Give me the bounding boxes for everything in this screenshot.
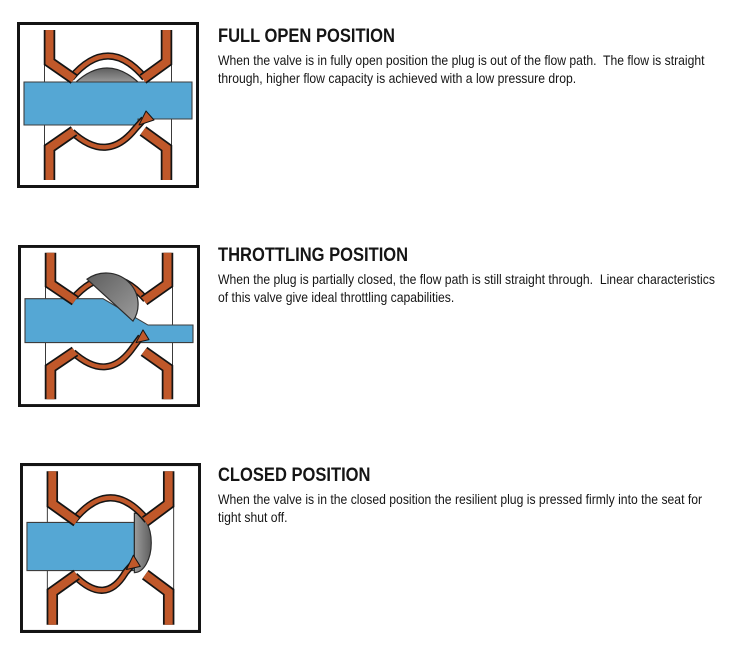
seat-arrow: [138, 110, 155, 126]
plug-shape: [86, 272, 139, 323]
section-body: When the valve is in fully open position…: [218, 52, 708, 87]
valve-closed-diagram: [20, 463, 201, 633]
section-title: THROTTLING POSITION: [218, 245, 409, 266]
section-body: When the valve is in the closed position…: [218, 491, 706, 526]
seat-arrow: [125, 554, 141, 571]
valve-full-open-diagram: [17, 22, 199, 188]
flow-path-shape: [24, 298, 194, 344]
section-title: FULL OPEN POSITION: [218, 26, 395, 47]
seat-arrow: [135, 329, 150, 344]
section-closed: CLOSED POSITION When the valve is in the…: [0, 440, 750, 655]
section-full-open: FULL OPEN POSITION When the valve is in …: [0, 0, 750, 220]
flow-path-shape: [26, 521, 135, 572]
flow-path-shape: [23, 81, 193, 126]
section-title: CLOSED POSITION: [218, 465, 371, 486]
section-body: When the plug is partially closed, the f…: [218, 271, 719, 306]
valve-throttling-diagram: [18, 245, 200, 407]
section-throttling: THROTTLING POSITION When the plug is par…: [0, 220, 750, 440]
